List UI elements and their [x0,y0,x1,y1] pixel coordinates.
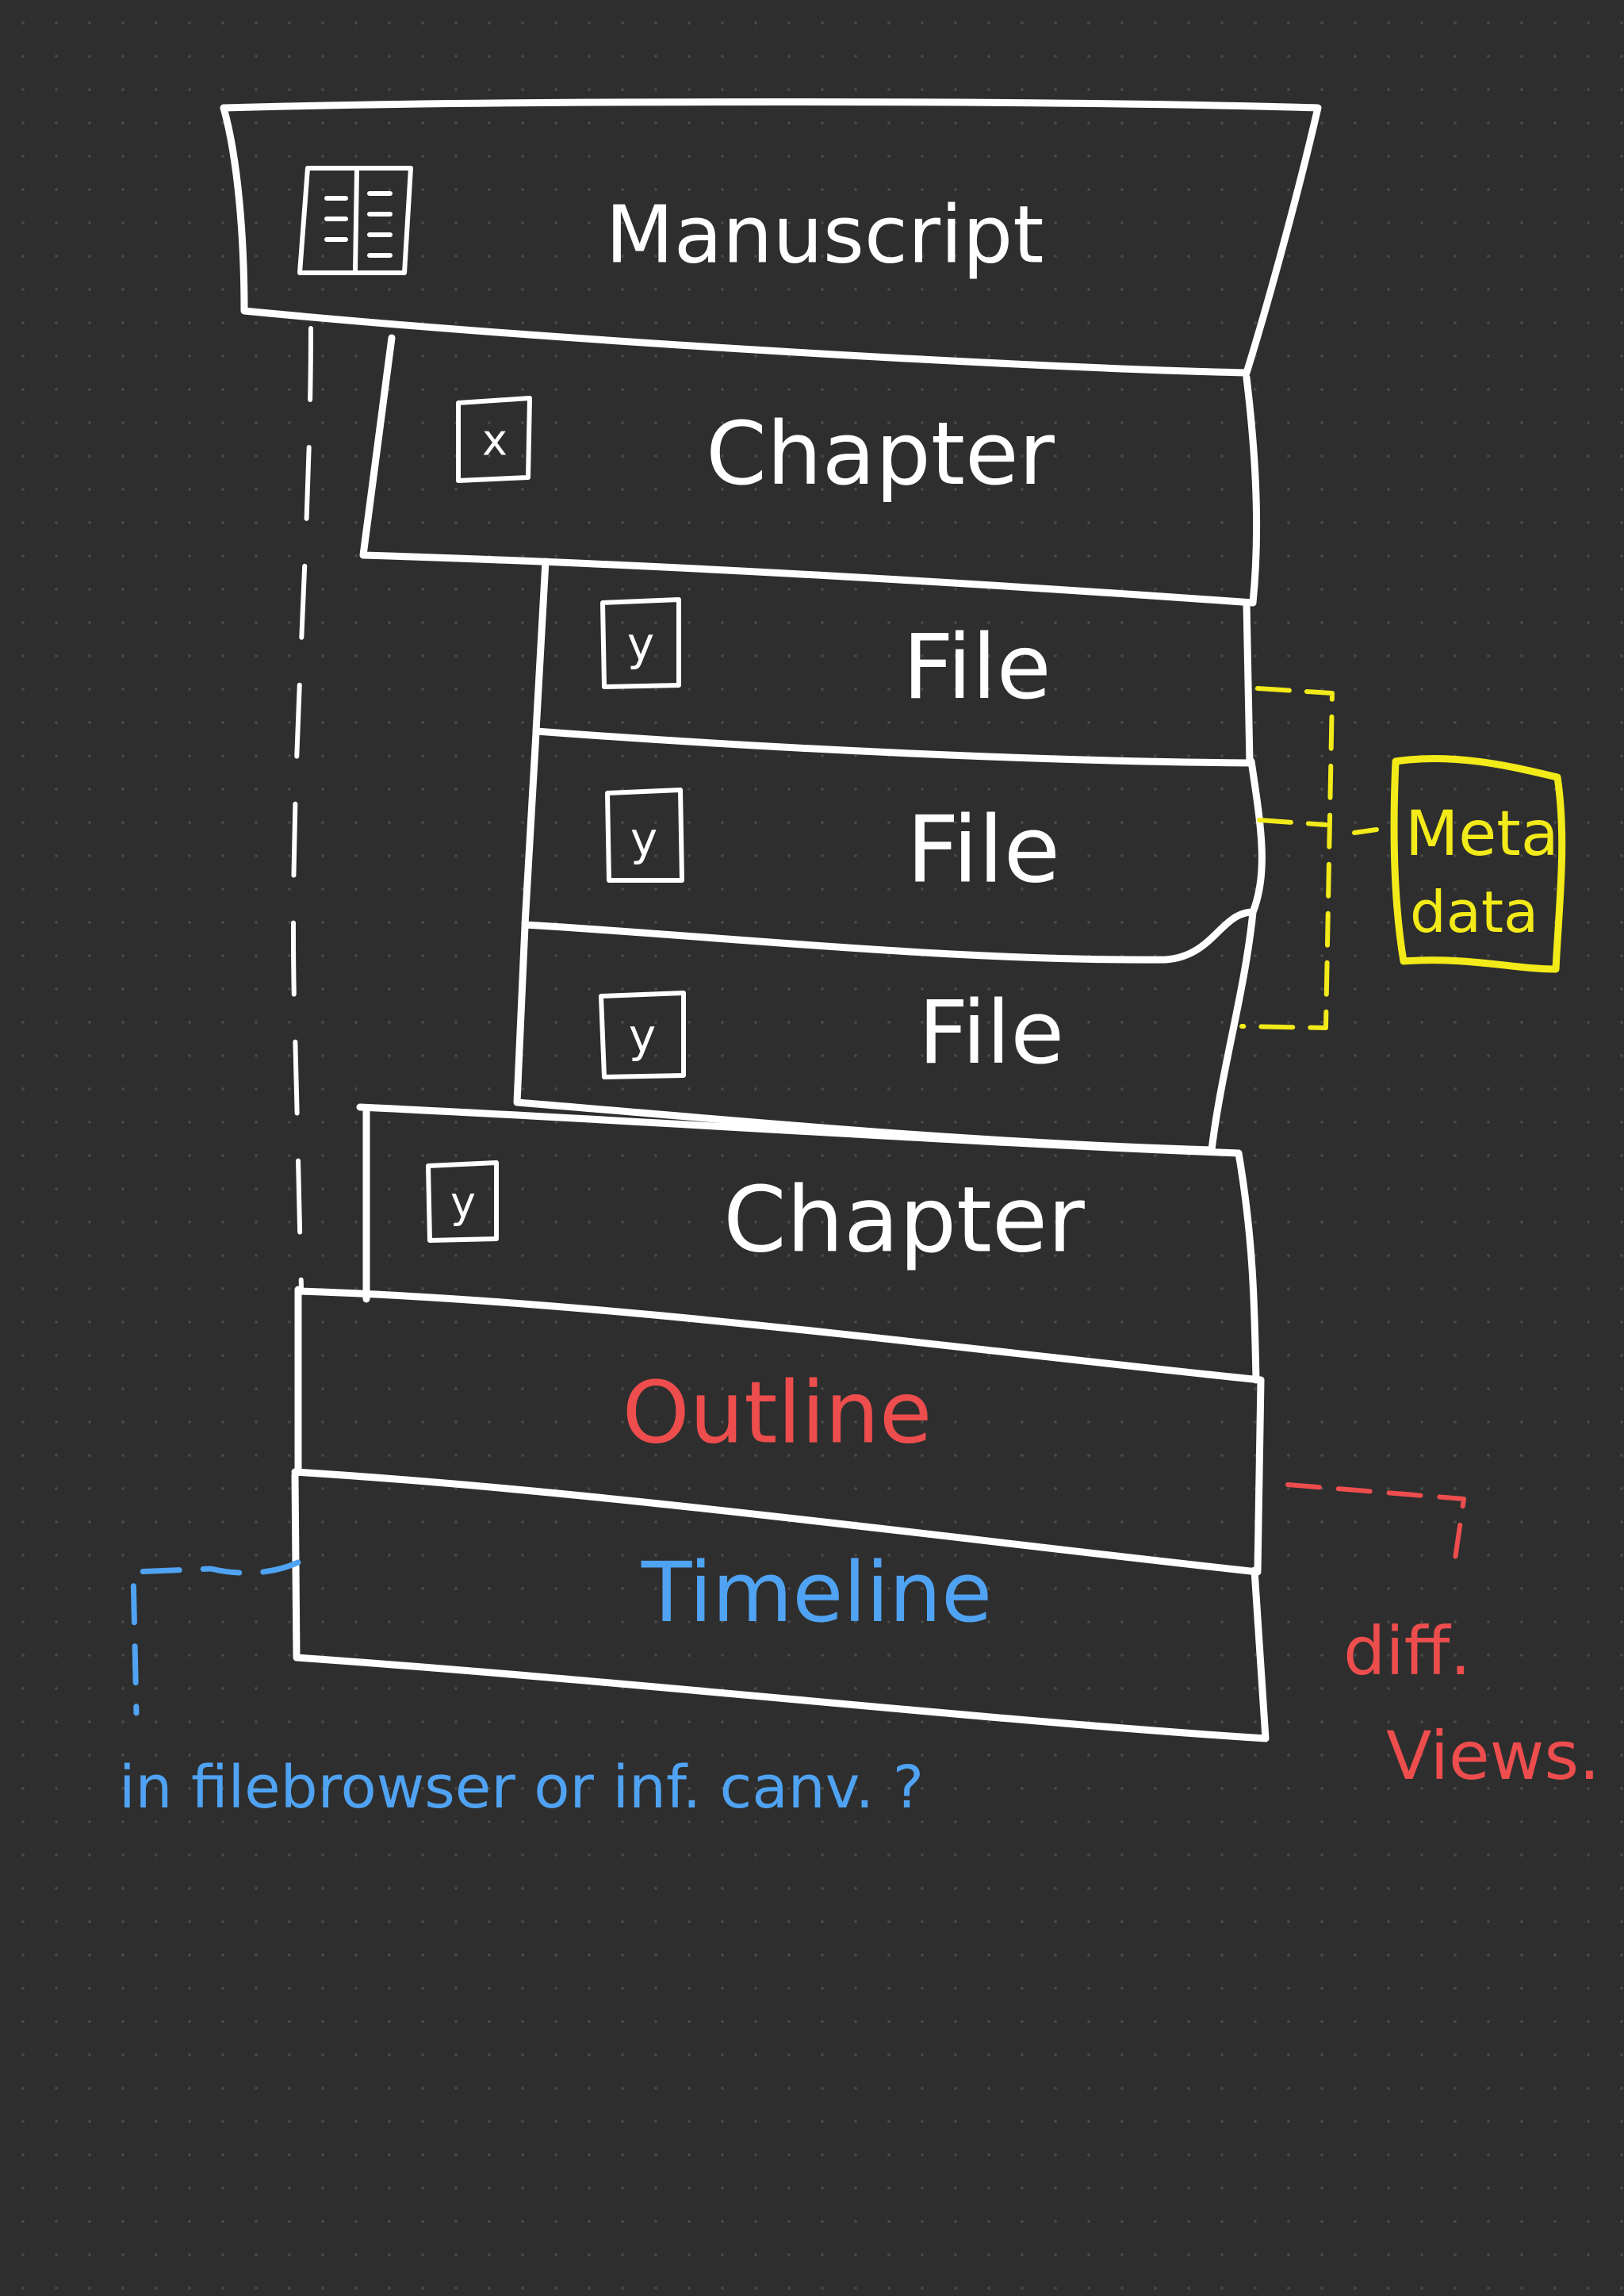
manuscript-block: Manuscript [220,98,1322,377]
chapter-icon: y [426,1160,499,1243]
outline-block: Outline [291,1286,1265,1576]
timeline-annotation: in filebrowser or inf. canv. ? [119,1559,924,1822]
views-label-line2: Views. [1386,1717,1600,1795]
file-icon: y [605,788,684,883]
timeline-block: Timeline [291,1471,1270,1742]
tree-connector-line [290,326,313,1290]
chapter-icon-text: x [482,416,508,466]
chapter-block: y Chapter [356,1103,1260,1384]
timeline-note: in filebrowser or inf. canv. ? [119,1754,924,1822]
file-label: File [918,982,1064,1083]
book-icon [297,166,413,275]
chapter-label: Chapter [706,403,1055,504]
file-label: File [906,797,1060,904]
metadata-label-line2: data [1410,879,1538,945]
views-annotation: diff. Views. [1285,1482,1600,1795]
metadata-annotation: Meta data [1239,686,1566,1030]
file-icon-text: y [627,617,654,671]
file-label: File [902,616,1051,719]
views-label-line1: diff. [1343,1612,1471,1690]
file-icon-text: y [630,812,657,866]
outline-label: Outline [622,1364,933,1463]
metadata-label-line1: Meta [1405,799,1559,870]
file-icon-text: y [629,1009,656,1063]
chapter-icon-text: y [450,1178,476,1228]
chapter-label: Chapter [723,1167,1085,1273]
chapter-icon: x [456,396,532,483]
file-block: y File [521,729,1266,964]
manuscript-label: Manuscript [606,189,1044,282]
file-icon: y [599,991,686,1079]
file-block: y File [532,558,1254,767]
chapter-block: x Chapter [359,334,1261,607]
file-icon: y [600,597,681,689]
timeline-label: Timeline [641,1544,992,1641]
